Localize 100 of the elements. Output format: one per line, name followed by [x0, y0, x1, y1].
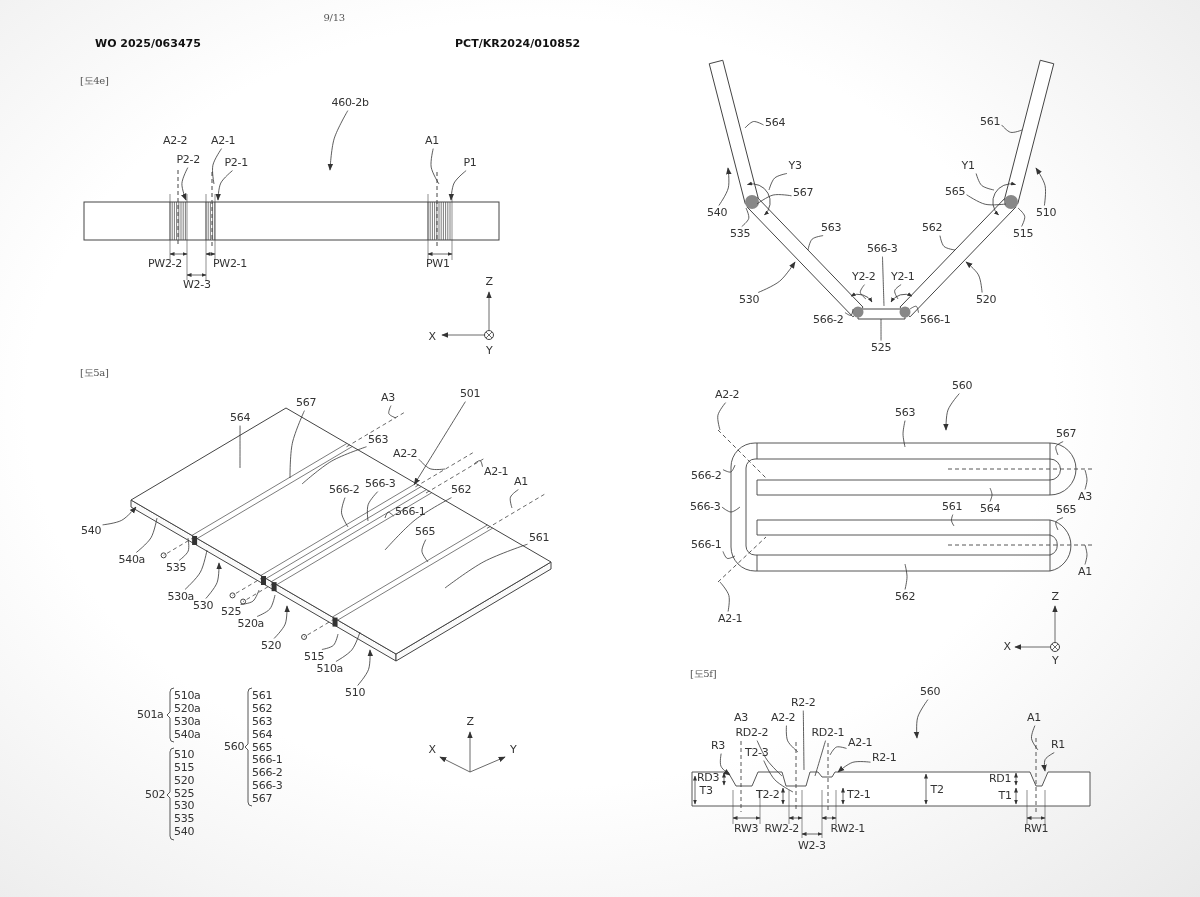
reference-label: 566-1: [691, 539, 722, 552]
reference-label: 535: [730, 228, 751, 241]
leader-line: [722, 551, 736, 559]
reference-label: 520: [261, 640, 282, 653]
leader-line: [882, 256, 885, 307]
leader-line: [1017, 207, 1026, 227]
reference-label: Y2-2: [852, 271, 876, 284]
reference-label: R1: [1051, 739, 1066, 752]
reference-label: 561: [942, 501, 963, 514]
axis-label: Y: [510, 744, 517, 757]
reference-label: 561: [980, 116, 1001, 129]
reference-label: 560: [224, 741, 245, 754]
dimension-label: RW1: [1024, 823, 1049, 836]
figure-label: [도5a]: [80, 366, 109, 378]
reference-label: P2-2: [176, 154, 200, 167]
leader-line: [741, 207, 750, 227]
reference-label: 525: [221, 606, 242, 619]
leader-line: [756, 740, 783, 777]
leader-line: [951, 514, 955, 527]
axis-label: Y: [1052, 655, 1059, 668]
leader-line: [1031, 725, 1039, 751]
reference-label: Y3: [788, 160, 802, 173]
leader-line: [1055, 517, 1064, 531]
reference-label: A2-1: [211, 135, 236, 148]
leader-line: [135, 517, 158, 553]
leader-line: [301, 446, 367, 485]
reference-label: A3: [1078, 491, 1092, 504]
reference-label: 565: [415, 526, 436, 539]
reference-label: 563: [252, 716, 273, 729]
reference-label: T2-3: [745, 747, 769, 760]
dimension-label: W2-3: [183, 279, 211, 292]
reference-label: 535: [166, 562, 187, 575]
reference-label: A2-1: [848, 737, 873, 750]
reference-label: 540: [81, 525, 102, 538]
reference-label: A1: [514, 476, 528, 489]
reference-label: A2-2: [715, 389, 740, 402]
reference-label: 530: [739, 294, 760, 307]
reference-label: R2-2: [791, 697, 816, 710]
reference-label: Y2-1: [891, 271, 915, 284]
leader-line: [744, 121, 764, 129]
leader-line: [256, 594, 276, 617]
leader-line: [239, 425, 241, 469]
reference-label: 530a: [174, 716, 201, 729]
leader-line: [289, 410, 305, 479]
reference-label: 510: [1036, 207, 1057, 220]
reference-label: 566-3: [867, 243, 898, 256]
leader-line: [321, 633, 339, 650]
dimension-label: PW2-2: [148, 258, 182, 271]
leader-line: [430, 148, 440, 185]
leader-line: [178, 537, 190, 561]
reference-label: 515: [1013, 228, 1034, 241]
leader-line: [473, 460, 483, 468]
leader-line: [975, 173, 995, 191]
leader-line: [904, 563, 908, 590]
reference-label: 540a: [174, 729, 201, 742]
dimension-label: RW3: [734, 823, 759, 836]
axis-label: Z: [1051, 591, 1059, 604]
reference-label: A2-2: [393, 448, 418, 461]
reference-label: A1: [1027, 712, 1041, 725]
reference-label: 564: [230, 412, 251, 425]
reference-label: 562: [451, 484, 472, 497]
reference-label: P2-1: [224, 157, 248, 170]
reference-label: A2-2: [771, 712, 796, 725]
leader-line: [909, 305, 919, 314]
reference-label: 560: [920, 686, 941, 699]
reference-label: 510a: [316, 663, 344, 676]
axis-label: X: [428, 744, 436, 757]
reference-label: 564: [765, 117, 786, 130]
reference-label: 566-1: [395, 506, 426, 519]
dimension-label: T1: [998, 790, 1012, 803]
reference-label: 501: [460, 388, 481, 401]
reference-label: 515: [304, 651, 325, 664]
leader-line: [509, 489, 519, 509]
reference-label: 540: [174, 826, 195, 839]
leader-line: [859, 284, 867, 300]
reference-label: A2-1: [718, 613, 743, 626]
dimension-label: RW2-1: [830, 823, 866, 836]
axis-label: X: [428, 331, 436, 344]
leader-line: [763, 760, 794, 793]
reference-label: 520a: [237, 618, 265, 631]
reference-label: R3: [711, 740, 726, 753]
dimension-label: RD1: [989, 773, 1012, 786]
reference-label: 565: [945, 186, 966, 199]
reference-label: RD2-2: [735, 727, 769, 740]
reference-label: A1: [1078, 566, 1092, 579]
dimension-label: PW2-1: [213, 258, 247, 271]
reference-label: 565: [1056, 504, 1077, 517]
leader-line: [418, 458, 446, 470]
reference-label: 520: [174, 775, 195, 788]
leader-line: [717, 402, 726, 431]
application-number: PCT/KR2024/010852: [455, 38, 581, 51]
leader-line: [768, 173, 788, 191]
reference-label: A2-2: [163, 135, 188, 148]
dimension-label: W2-3: [798, 840, 826, 853]
leader-line: [807, 235, 824, 251]
reference-label: 525: [174, 788, 195, 801]
reference-label: 563: [821, 222, 842, 235]
leader-line: [444, 543, 528, 589]
reference-label: 520: [976, 294, 997, 307]
leader-line: [421, 539, 429, 563]
